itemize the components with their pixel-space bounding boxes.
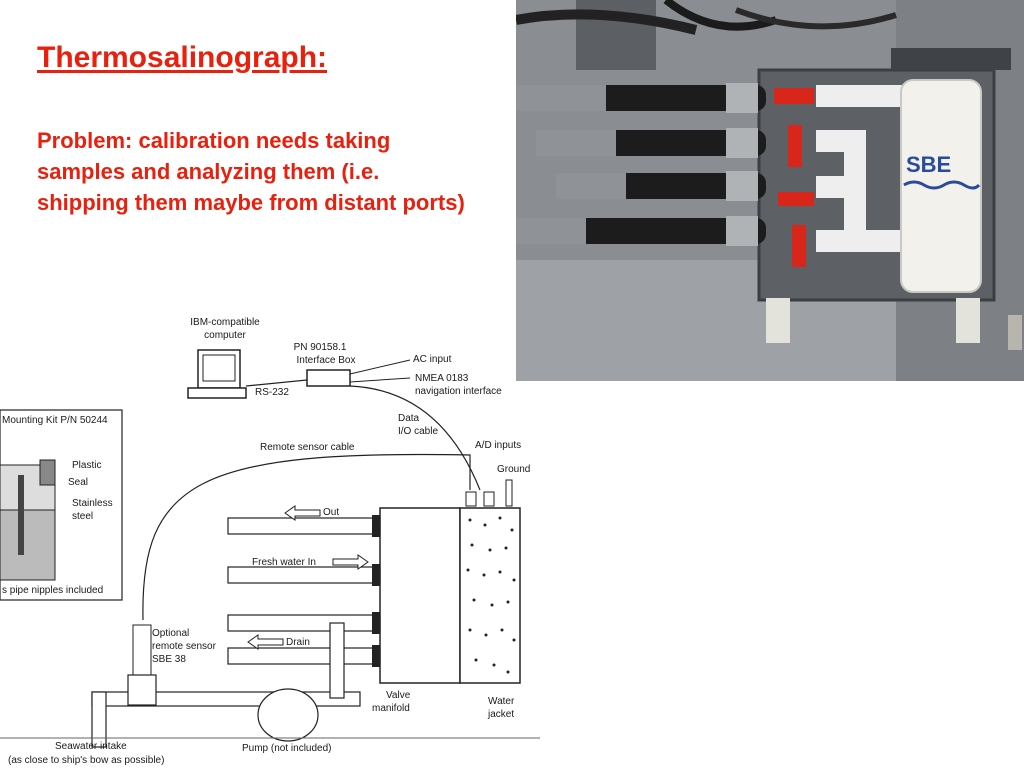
out-label: Out	[323, 507, 339, 518]
seawater-intake-label-1: Seawater intake	[55, 741, 127, 752]
interface-box-label-1: PN 90158.1	[294, 342, 347, 353]
water-jacket-label-1: Water	[488, 696, 515, 707]
interface-box	[306, 369, 351, 387]
pump	[257, 688, 319, 742]
nmea-label-1: NMEA 0183	[415, 373, 469, 384]
ad-inputs-label: A/D inputs	[475, 440, 521, 451]
data-io-label-2: I/O cable	[398, 426, 438, 437]
sensor-label-3: SBE 38	[152, 654, 186, 665]
interface-box-label-2: Interface Box	[297, 355, 356, 366]
water-jacket-label-2: jacket	[487, 709, 514, 720]
mounting-kit-label: Mounting Kit P/N 50244	[2, 415, 108, 426]
slide-title: Thermosalinograph:	[37, 41, 328, 74]
seal-label: Seal	[68, 477, 88, 488]
sbe-label: SBE	[906, 152, 951, 177]
pump-label: Pump (not included)	[242, 743, 332, 754]
sensor-label-2: remote sensor	[152, 641, 217, 652]
data-io-label-1: Data	[398, 413, 420, 424]
sensor-label-1: Optional	[152, 628, 189, 639]
ground-label: Ground	[497, 464, 530, 475]
valve-manifold-label-1: Valve	[386, 690, 411, 701]
drain-label: Drain	[286, 637, 310, 648]
thermosalinograph-photo: SBE	[516, 0, 1024, 381]
valve-manifold-label-2: manifold	[372, 703, 410, 714]
seawater-intake-label-2: (as close to ship's bow as possible)	[8, 755, 164, 766]
plastic-label: Plastic	[72, 460, 101, 471]
remote-cable-label: Remote sensor cable	[260, 442, 355, 453]
ac-input-label: AC input	[413, 354, 452, 365]
pipe-nipples-label: s pipe nipples included	[2, 585, 103, 596]
computer-label-2: computer	[204, 330, 246, 341]
stainless-label-1: Stainless	[72, 498, 113, 509]
problem-text: Problem: calibration needs taking sample…	[37, 128, 465, 215]
remote-sensor	[132, 624, 152, 676]
stainless-label-2: steel	[72, 511, 93, 522]
computer-label-1: IBM-compatible	[190, 317, 260, 328]
rs232-label: RS-232	[255, 387, 289, 398]
schematic-diagram: IBM-compatible computer PN 90158.1 Inter…	[0, 317, 540, 766]
computer-icon	[187, 349, 247, 399]
nmea-label-2: navigation interface	[415, 386, 502, 397]
fresh-water-label: Fresh water In	[252, 557, 316, 568]
water-jacket	[459, 507, 521, 684]
